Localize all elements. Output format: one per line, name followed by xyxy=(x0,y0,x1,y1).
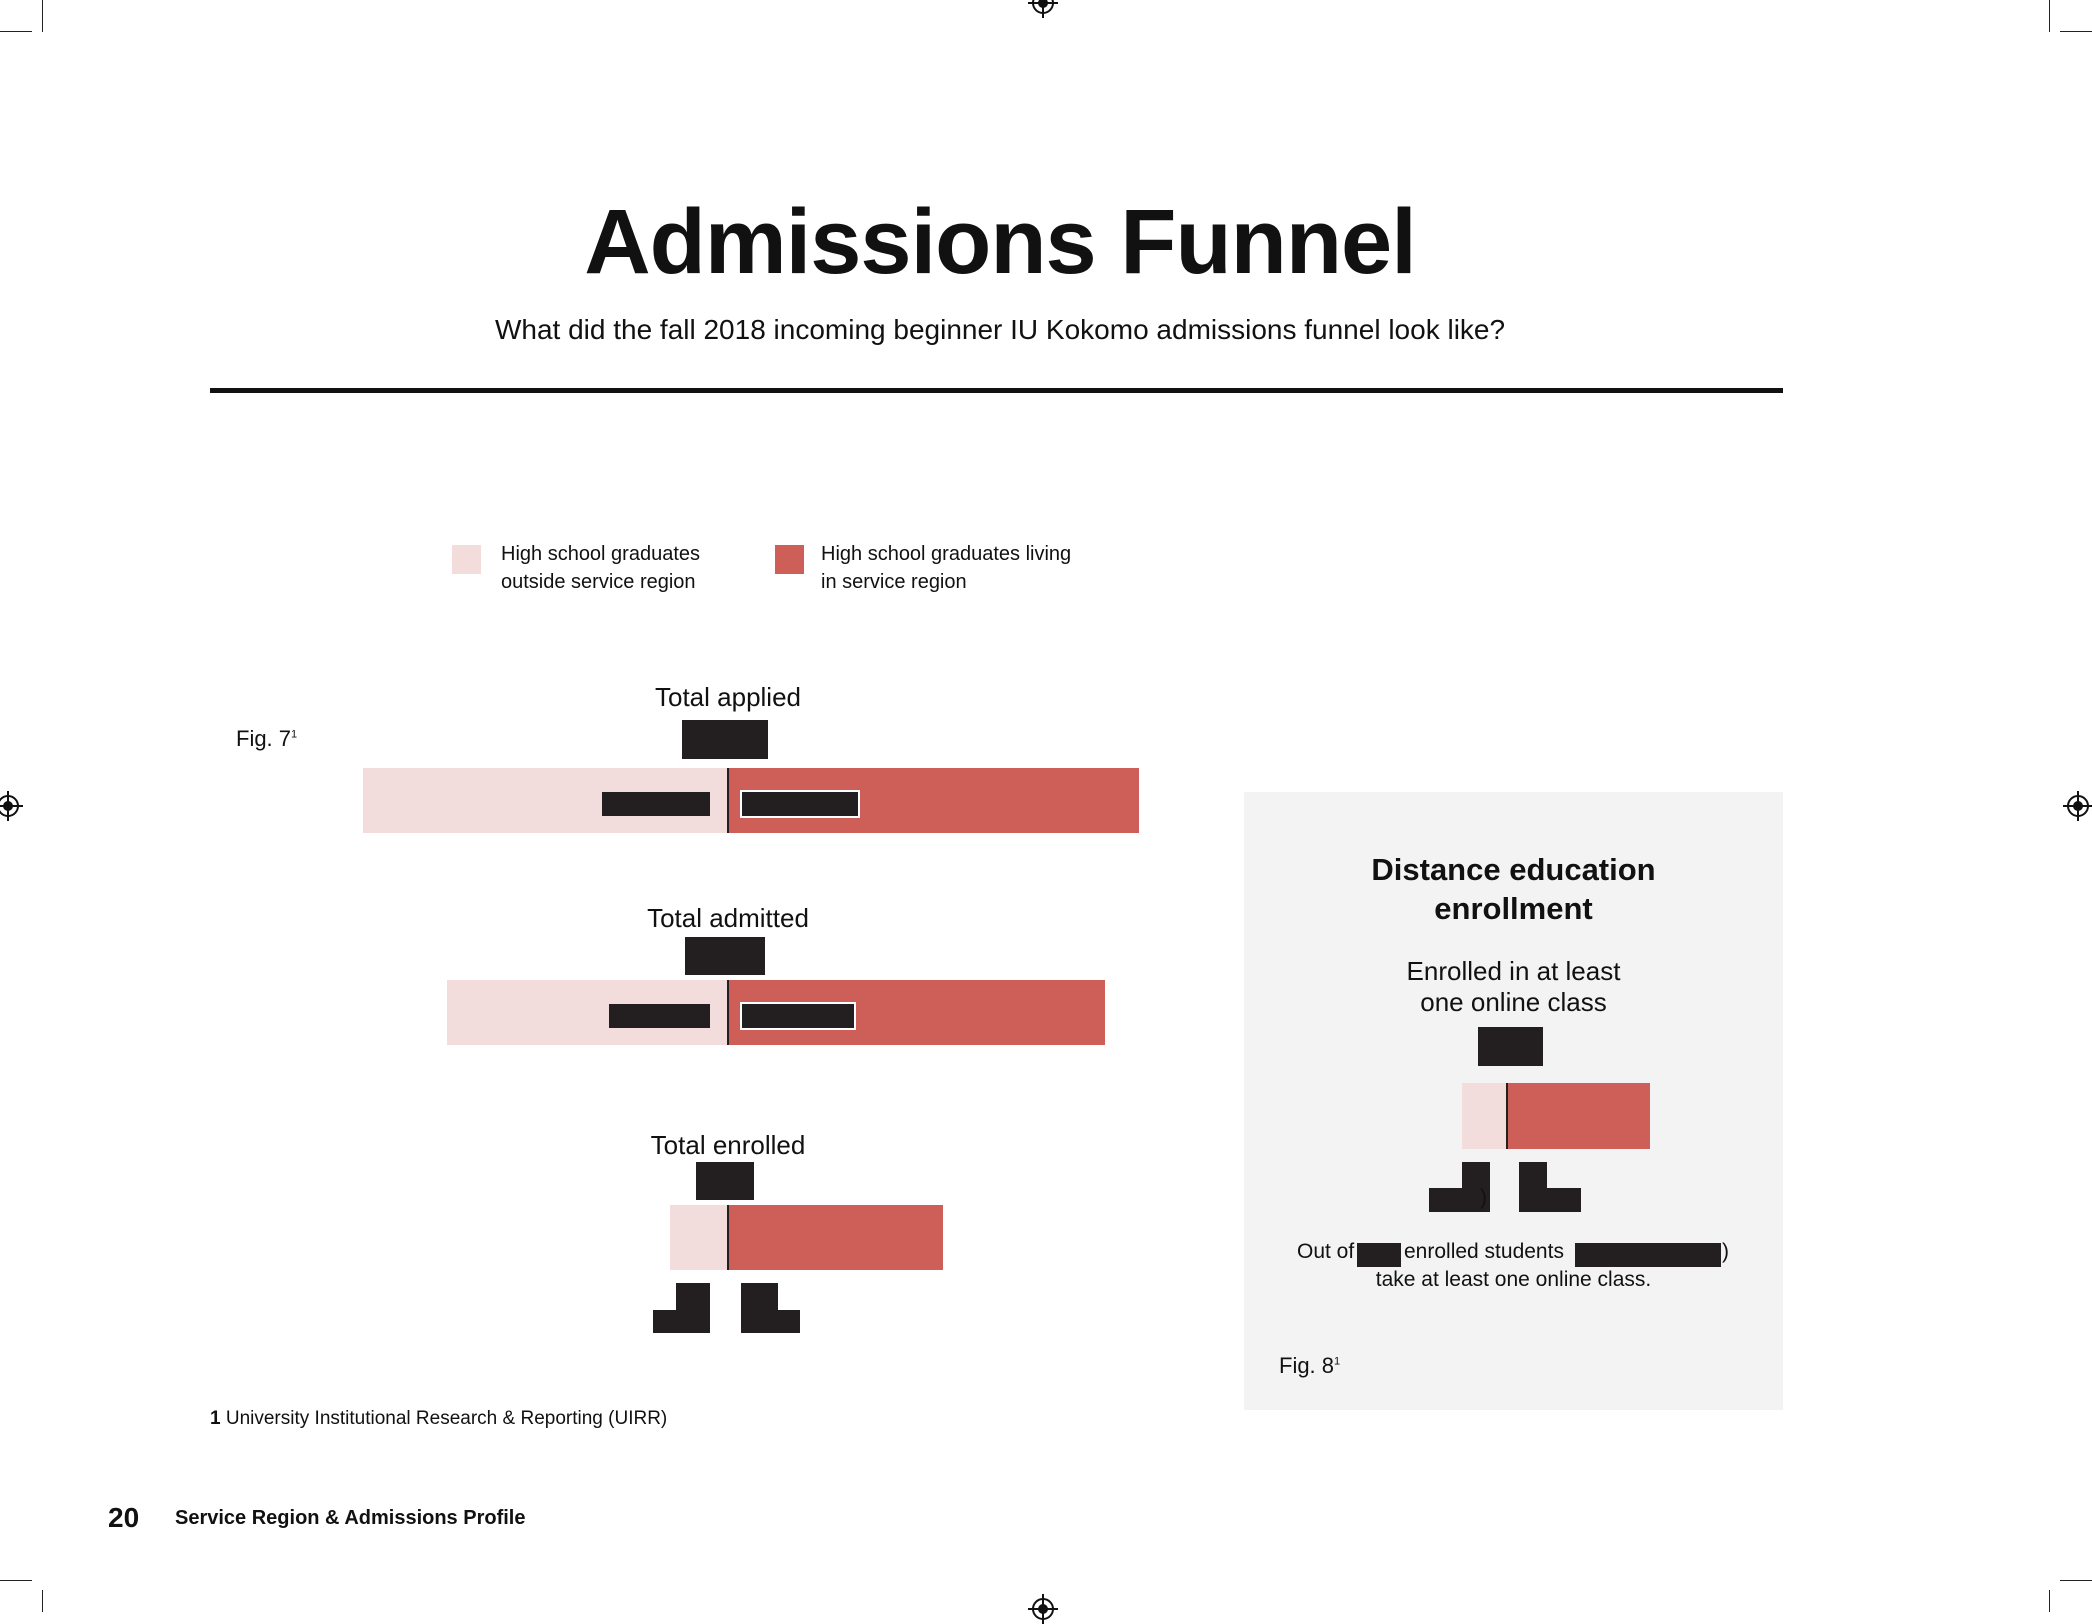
footnote: 1 University Institutional Research & Re… xyxy=(210,1408,667,1430)
bar-online-outside xyxy=(1462,1083,1507,1149)
redacted-online-outside xyxy=(1429,1188,1490,1212)
legend-label-outside: High school graduates outside service re… xyxy=(501,540,761,596)
bar-divider xyxy=(727,1205,729,1270)
redacted-total-admitted xyxy=(685,937,765,975)
paren-text: ) xyxy=(1480,1186,1487,1209)
redacted-total-applied xyxy=(682,720,768,759)
panel-subtitle-line: Enrolled in at least xyxy=(1406,956,1621,986)
crop-mark xyxy=(0,31,32,32)
registration-mark-icon xyxy=(1028,0,1058,18)
fig8-label: Fig. 81 xyxy=(1279,1353,1340,1379)
registration-mark-icon xyxy=(2063,791,2092,821)
footnote-number: 1 xyxy=(210,1408,221,1429)
bar-divider xyxy=(727,768,729,833)
panel-title-line: Distance education xyxy=(1371,852,1656,887)
legend-label-line: High school graduates living xyxy=(821,543,1072,565)
crop-mark xyxy=(42,1590,43,1612)
bar-enrolled-inside xyxy=(728,1205,943,1270)
redacted-admitted-outside xyxy=(609,1004,710,1028)
fig-label-text: Fig. 7 xyxy=(236,726,292,751)
legend-label-line: in service region xyxy=(821,571,967,593)
crop-mark xyxy=(2060,31,2092,32)
redacted-online-total xyxy=(1478,1027,1543,1066)
redacted-enrolled-detail xyxy=(1575,1243,1721,1267)
panel-subtitle-line: one online class xyxy=(1420,987,1607,1017)
fig7-label: Fig. 71 xyxy=(236,726,297,752)
title-rule xyxy=(210,388,1783,393)
redacted-total-enrolled xyxy=(696,1162,754,1200)
redacted-enrolled-count xyxy=(1357,1243,1401,1267)
crop-mark xyxy=(2060,1580,2092,1581)
redacted-online-inside xyxy=(1519,1188,1581,1212)
page-title: Admissions Funnel xyxy=(584,191,1417,293)
redacted-admitted-inside xyxy=(742,1004,854,1028)
stage-label-applied: Total applied xyxy=(655,682,801,712)
bar-online-inside xyxy=(1507,1083,1650,1149)
note-enrolled-students: enrolled students xyxy=(1404,1240,1564,1263)
footnote-text: University Institutional Research & Repo… xyxy=(225,1408,668,1429)
crop-mark xyxy=(2049,1590,2050,1612)
note-line2: take at least one online class. xyxy=(1375,1268,1652,1291)
panel-title-line: enrollment xyxy=(1434,891,1593,926)
note-close-paren: ) xyxy=(1722,1240,1729,1263)
page-number: 20 xyxy=(108,1502,140,1533)
distance-education-panel: Distance education enrollment Enrolled i… xyxy=(1244,792,1783,1410)
crop-mark xyxy=(42,0,43,32)
registration-mark-icon xyxy=(0,791,23,821)
redacted-applied-outside xyxy=(602,792,710,816)
stage-label-admitted: Total admitted xyxy=(647,903,809,933)
redacted-enrolled-outside xyxy=(653,1310,710,1333)
legend-label-line: outside service region xyxy=(501,571,696,593)
fig-label-text: Fig. 8 xyxy=(1279,1353,1335,1378)
registration-mark-icon xyxy=(1028,1594,1058,1624)
crop-mark xyxy=(0,1580,32,1581)
legend-label-inside: High school graduates living in service … xyxy=(821,540,1121,596)
legend-swatch-inside xyxy=(775,545,804,574)
bar-enrolled-outside xyxy=(670,1205,728,1270)
crop-mark xyxy=(2049,0,2050,32)
panel-title: Distance education enrollment xyxy=(1244,850,1783,928)
footnote-ref: 1 xyxy=(1334,1355,1341,1368)
bar-divider xyxy=(1506,1083,1508,1149)
note-out-of: Out of xyxy=(1297,1240,1355,1263)
legend-label-line: High school graduates xyxy=(501,543,701,565)
redacted-applied-inside xyxy=(742,792,858,816)
redacted-enrolled-inside xyxy=(741,1310,800,1333)
section-name: Service Region & Admissions Profile xyxy=(175,1507,526,1529)
page-subtitle: What did the fall 2018 incoming beginner… xyxy=(494,314,1506,345)
legend-swatch-outside xyxy=(452,545,481,574)
bar-divider xyxy=(727,980,729,1045)
footnote-ref: 1 xyxy=(291,728,298,741)
stage-label-enrolled: Total enrolled xyxy=(650,1130,806,1160)
panel-subtitle: Enrolled in at least one online class xyxy=(1244,956,1783,1018)
